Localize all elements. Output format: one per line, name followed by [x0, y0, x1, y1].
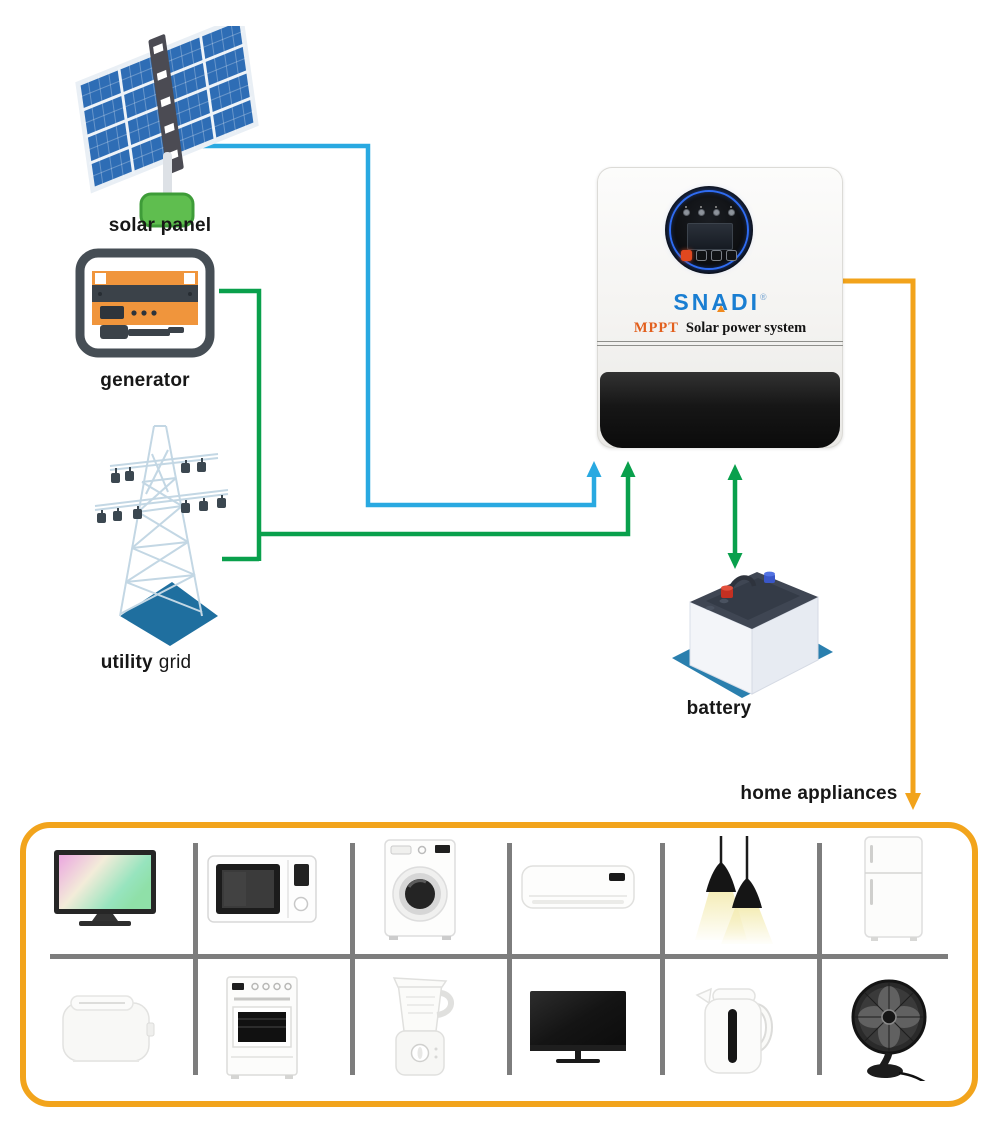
- display-blue-ring: [669, 190, 749, 270]
- appliance-cell-oven: [184, 948, 342, 1101]
- negative-terminal: [764, 574, 775, 583]
- appliance-cell-pendant-lights: [657, 828, 815, 948]
- television-icon: [53, 850, 156, 926]
- tower-base: [120, 582, 218, 646]
- solar-panel-array: [75, 26, 259, 194]
- appliance-cell-blender: [341, 948, 499, 1101]
- inverter-to-appliances-line: [843, 278, 916, 794]
- desk-fan-icon: [851, 979, 927, 1081]
- appliance-cell-desk-fan: [814, 948, 972, 1101]
- generator-screen: [100, 306, 124, 319]
- panel-separator: [597, 341, 843, 346]
- appliance-cell-washing-machine: [341, 828, 499, 948]
- appliance-grid: [26, 828, 972, 1101]
- logo-a-triangle-icon: [717, 305, 726, 312]
- microwave-icon: [207, 855, 318, 923]
- green-up-arrowhead-icon: [727, 464, 743, 480]
- solar-panel-illustration: [75, 26, 259, 228]
- green-arrowhead-icon: [620, 461, 636, 477]
- button: [711, 250, 722, 261]
- washing-machine-icon: [384, 839, 456, 940]
- generator-illustration: [75, 248, 215, 358]
- registered-mark: ®: [759, 292, 767, 302]
- grid-divider: [507, 843, 512, 1075]
- appliance-cell-kettle: [657, 948, 815, 1101]
- toaster-icon: [62, 994, 155, 1062]
- oven-icon: [226, 975, 299, 1079]
- power-button: [681, 250, 692, 261]
- tower-lattice: [94, 425, 229, 617]
- inverter-lower-panel: [600, 372, 840, 448]
- appliance-cell-television: [26, 828, 184, 948]
- generator-label: generator: [100, 370, 190, 391]
- flat-tv-icon: [529, 990, 626, 1063]
- panel-base: [139, 192, 195, 228]
- refrigerator-icon: [864, 836, 923, 941]
- kettle-icon: [695, 987, 774, 1074]
- battery-label: battery: [686, 698, 752, 719]
- blender-icon: [392, 976, 455, 1076]
- air-conditioner-icon: [521, 865, 635, 909]
- battery-illustration: [672, 571, 833, 698]
- junction-to-inverter-line: [259, 476, 631, 537]
- inverter-display: [665, 186, 753, 274]
- grid-divider: [350, 843, 355, 1075]
- positive-terminal: [721, 588, 733, 598]
- appliance-cell-toaster: [26, 948, 184, 1101]
- mppt-label: MPPT: [633, 320, 679, 336]
- appliance-cell-microwave: [184, 828, 342, 948]
- home-appliances-label: home appliances: [740, 783, 898, 804]
- grid-divider: [817, 843, 822, 1075]
- appliance-cell-air-conditioner: [499, 828, 657, 948]
- button: [726, 250, 737, 261]
- appliance-cell-flat-tv: [499, 948, 657, 1101]
- blue-arrowhead-icon: [586, 461, 602, 477]
- pendant-lights-icon: [695, 836, 774, 944]
- led-indicators: [665, 206, 753, 216]
- appliance-cell-refrigerator: [814, 828, 972, 948]
- solar-panel-label: solar panel: [108, 215, 212, 236]
- grid-divider: [50, 954, 948, 959]
- utility-grid-illustration: [94, 425, 229, 646]
- tower-insulators: [97, 458, 226, 523]
- button: [696, 250, 707, 261]
- lcd-screen: [687, 223, 733, 250]
- home-appliances-box: [20, 822, 978, 1107]
- control-buttons: [665, 250, 753, 261]
- generator-frame: [75, 248, 215, 358]
- grid-divider: [193, 843, 198, 1075]
- grid-divider: [660, 843, 665, 1075]
